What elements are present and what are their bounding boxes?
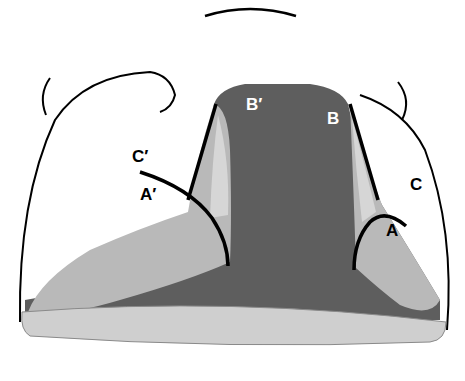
nasal-tip-line xyxy=(205,9,296,16)
left-curved-incision xyxy=(140,172,228,266)
point-label: C xyxy=(410,176,422,193)
right-curved-incision xyxy=(354,216,406,270)
right-incision-line xyxy=(350,104,378,200)
right-flap xyxy=(350,104,440,310)
left-incision-line xyxy=(188,104,216,200)
left-flap xyxy=(28,104,231,314)
point-label: A′ xyxy=(140,186,156,203)
lip-band xyxy=(22,306,446,345)
right-nostril-curve xyxy=(398,82,406,120)
point-label: B′ xyxy=(246,96,262,113)
columella-dark-area xyxy=(25,84,440,320)
point-label: A xyxy=(386,222,398,239)
left-nostril-curve xyxy=(43,78,50,115)
right-flap-highlight xyxy=(352,118,376,222)
point-label: B xyxy=(327,110,339,127)
left-flap-highlight xyxy=(210,115,228,218)
point-label: C′ xyxy=(132,148,148,165)
